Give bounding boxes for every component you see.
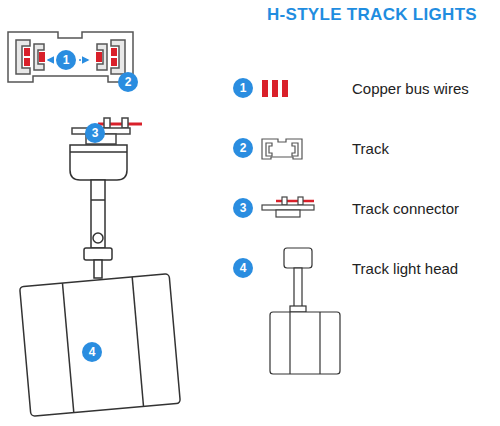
legend-text: Track connector	[352, 200, 459, 217]
callout-number: 3	[233, 198, 253, 218]
track-connector	[72, 118, 142, 144]
callout-number: 4	[82, 342, 102, 362]
legend-text: Track	[352, 140, 389, 157]
callout-number: 2	[233, 138, 253, 158]
callout-number: 2	[118, 72, 138, 92]
legend-text: Copper bus wires	[352, 80, 469, 97]
legend-text: Track light head	[352, 260, 458, 277]
callout-number: 1	[56, 50, 76, 70]
track-icon	[262, 139, 302, 159]
track-light-head	[20, 145, 181, 416]
callout-number: 4	[233, 258, 253, 278]
callout-number: 1	[233, 78, 253, 98]
title: H-STYLE TRACK LIGHTS	[267, 5, 477, 25]
connector-icon	[262, 197, 314, 217]
callout-number: 3	[85, 123, 105, 143]
light-head-icon	[270, 248, 340, 374]
track-section	[8, 32, 133, 82]
bus-wire-icon	[262, 80, 288, 97]
